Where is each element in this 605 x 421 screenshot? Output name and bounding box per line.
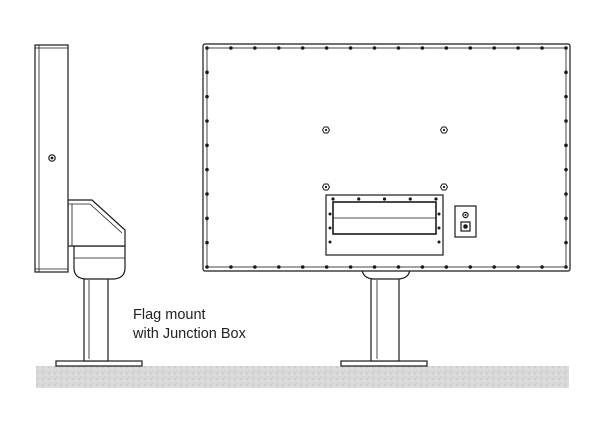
- screw-dot: [331, 197, 335, 201]
- screw-dot: [277, 46, 281, 50]
- screw-dot: [205, 265, 209, 269]
- screw-dot: [382, 197, 387, 201]
- screw-dot: [564, 143, 568, 148]
- screw-dot: [205, 167, 209, 172]
- screw-dot: [564, 192, 568, 196]
- screw-dot: [564, 216, 568, 221]
- caption-line-1: Flag mount: [133, 307, 206, 323]
- screw-dot: [253, 46, 257, 50]
- screw-dot: [516, 265, 520, 269]
- side-junction-box: [67, 199, 126, 247]
- screw-dot: [444, 265, 449, 269]
- screw-dot: [205, 192, 209, 196]
- rear-view: [202, 43, 571, 367]
- screw-dot: [324, 46, 329, 50]
- screw-dot: [492, 46, 497, 50]
- screw-dot: [205, 46, 209, 50]
- screw-dot: [444, 46, 449, 50]
- rear-base-plate: [340, 360, 428, 367]
- screw-dot: [300, 46, 305, 50]
- screw-dot: [468, 46, 473, 50]
- junction-box-screws: [328, 197, 441, 244]
- screw-dot: [564, 70, 568, 75]
- mount-caption: Flag mount with Junction Box: [133, 306, 246, 344]
- screw-dot: [516, 46, 520, 50]
- screw-dot: [205, 94, 209, 99]
- screw-dot: [253, 265, 257, 269]
- rear-monitor-panel: [202, 43, 571, 272]
- screw-dot: [277, 265, 281, 269]
- screw-dot: [564, 119, 568, 123]
- screw-dot: [492, 265, 497, 269]
- screw-dot: [396, 265, 401, 269]
- screw-dot: [324, 265, 329, 269]
- screw-dot: [540, 265, 544, 269]
- vesa-screws: [321, 126, 449, 191]
- screw-dot: [437, 212, 441, 216]
- screw-dot: [564, 94, 568, 99]
- screw-dot: [229, 46, 233, 50]
- caption-line-2: with Junction Box: [133, 326, 246, 342]
- side-pole: [83, 277, 109, 362]
- screw-dot: [372, 265, 377, 269]
- screw-dot: [372, 46, 377, 50]
- screw-dot: [564, 240, 568, 245]
- screw-dot: [205, 119, 209, 123]
- screw-dot: [328, 240, 332, 244]
- screw-dot: [205, 240, 209, 245]
- screw-dot: [420, 46, 425, 50]
- side-collar: [73, 245, 126, 280]
- screw-dot: [229, 265, 233, 269]
- side-view: [34, 44, 143, 367]
- perimeter-screws: [205, 46, 568, 269]
- ground-slab: [36, 366, 569, 388]
- screw-dot: [205, 216, 209, 221]
- screw-dot: [396, 46, 401, 50]
- screw-dot: [300, 265, 305, 269]
- side-base-plate: [55, 360, 143, 367]
- screw-dot: [564, 265, 568, 269]
- screw-dot: [328, 212, 332, 216]
- screw-dot: [468, 265, 473, 269]
- screw-dot: [205, 143, 209, 148]
- screw-dot: [437, 240, 441, 244]
- screw-dot: [205, 70, 209, 75]
- screw-dot: [564, 167, 568, 172]
- screw-dot: [328, 226, 332, 230]
- screw-dot: [357, 197, 361, 201]
- screw-dot: [348, 46, 353, 50]
- screw-dot: [434, 197, 438, 201]
- screw-dot: [437, 226, 441, 230]
- screw-dot: [348, 265, 353, 269]
- screw-dot: [540, 46, 544, 50]
- screw-dot: [408, 197, 412, 201]
- screw-dot: [564, 46, 568, 50]
- screw-dot: [420, 265, 425, 269]
- rear-pole: [370, 277, 400, 362]
